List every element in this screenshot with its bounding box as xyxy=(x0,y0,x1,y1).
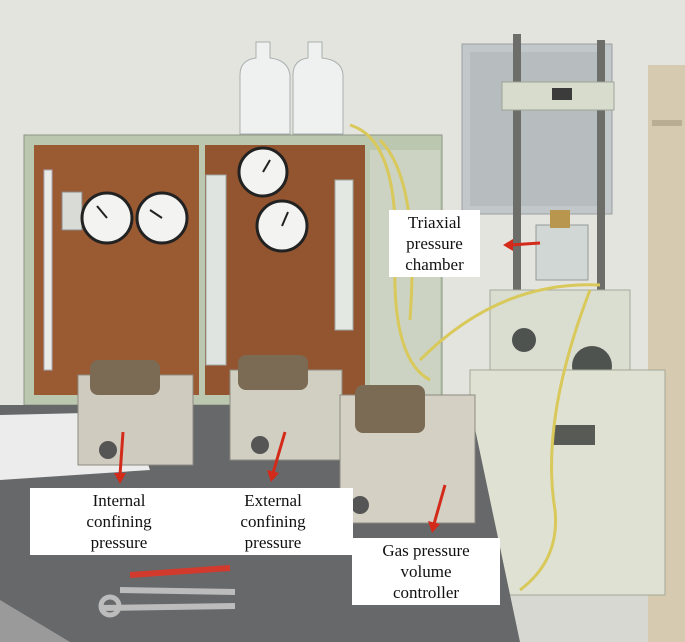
label-external-confining-pressure: External confining pressure xyxy=(193,488,353,555)
arrow-internal xyxy=(114,431,126,484)
label-line: Triaxial xyxy=(407,213,462,232)
label-line: Gas pressure xyxy=(382,541,470,560)
volume-controllers xyxy=(77,355,476,524)
label-line: confining xyxy=(86,512,152,531)
label-triaxial-pressure-chamber: Triaxial pressure chamber xyxy=(389,210,480,277)
arrow-external xyxy=(267,431,287,482)
arrow-triaxial xyxy=(503,239,541,251)
pressure-gauges xyxy=(80,146,309,253)
wrenches xyxy=(98,565,236,618)
label-gas-pressure-volume-controller: Gas pressure volume controller xyxy=(352,538,500,605)
triaxial-press xyxy=(469,34,666,596)
label-line: volume xyxy=(400,562,452,581)
control-panel xyxy=(23,134,443,406)
label-line: controller xyxy=(392,583,460,602)
arrow-gas xyxy=(428,484,447,533)
callout-arrows xyxy=(114,239,541,533)
label-line: chamber xyxy=(405,255,464,274)
label-line: pressure xyxy=(406,234,463,253)
label-line: pressure xyxy=(90,533,148,552)
label-line: Internal xyxy=(92,491,146,510)
glass-bottles xyxy=(239,41,344,135)
label-line: pressure xyxy=(244,533,302,552)
label-internal-confining-pressure: Internal confining pressure xyxy=(30,488,208,555)
label-line: confining xyxy=(240,512,306,531)
label-line: External xyxy=(244,491,302,510)
